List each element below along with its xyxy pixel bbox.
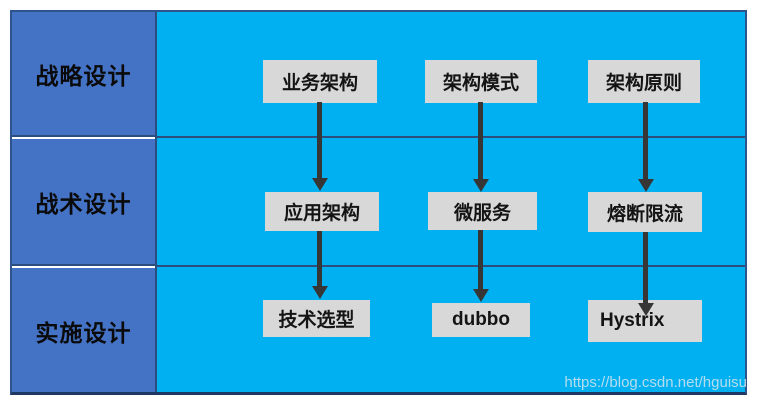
arrow-stem [478, 230, 483, 289]
arrow-stem [317, 102, 322, 178]
row-divider-1-sidebar-dark [10, 135, 157, 137]
node-circuit-breaking-rate-limiting: 熔断限流 [588, 192, 702, 232]
node-business-architecture: 业务架构 [263, 60, 377, 103]
arrow-head-icon [312, 286, 328, 299]
arrow-head-icon [638, 303, 654, 316]
row-divider-2-sidebar-white [10, 266, 157, 268]
row-divider-1-main [157, 136, 747, 138]
node-technology-selection: 技术选型 [263, 300, 370, 337]
row-divider-1-sidebar-white [10, 137, 157, 139]
arrow-head-icon [638, 179, 654, 192]
sidebar-main-separator [155, 10, 157, 395]
arrow-stem [317, 231, 322, 286]
strategic-design-label: 战略设计 [35, 64, 132, 90]
tactical-design-label: 战术设计 [35, 192, 132, 218]
arrow-stem [478, 102, 483, 179]
design-phase-sidebar: 战略设计 战术设计 实施设计 [10, 10, 157, 395]
arrow-head-icon [473, 289, 489, 302]
node-architecture-pattern: 架构模式 [425, 60, 537, 103]
arrow-stem [643, 102, 648, 179]
node-microservice: 微服务 [428, 192, 537, 230]
arrow-head-icon [312, 178, 328, 191]
csdn-watermark: https://blog.csdn.net/hguisu [564, 374, 747, 391]
row-divider-2-sidebar-dark [10, 264, 157, 266]
row-divider-2-main [157, 265, 747, 267]
node-application-architecture: 应用架构 [265, 192, 379, 231]
sidebar-row-strategic: 战略设计 [10, 10, 157, 138]
implementation-design-label: 实施设计 [35, 320, 132, 346]
sidebar-row-tactical: 战术设计 [10, 138, 157, 266]
arrow-stem [643, 232, 648, 303]
sidebar-row-implementation: 实施设计 [10, 267, 157, 395]
node-architecture-principle: 架构原则 [588, 60, 700, 103]
arrow-head-icon [473, 179, 489, 192]
node-dubbo: dubbo [432, 303, 530, 337]
